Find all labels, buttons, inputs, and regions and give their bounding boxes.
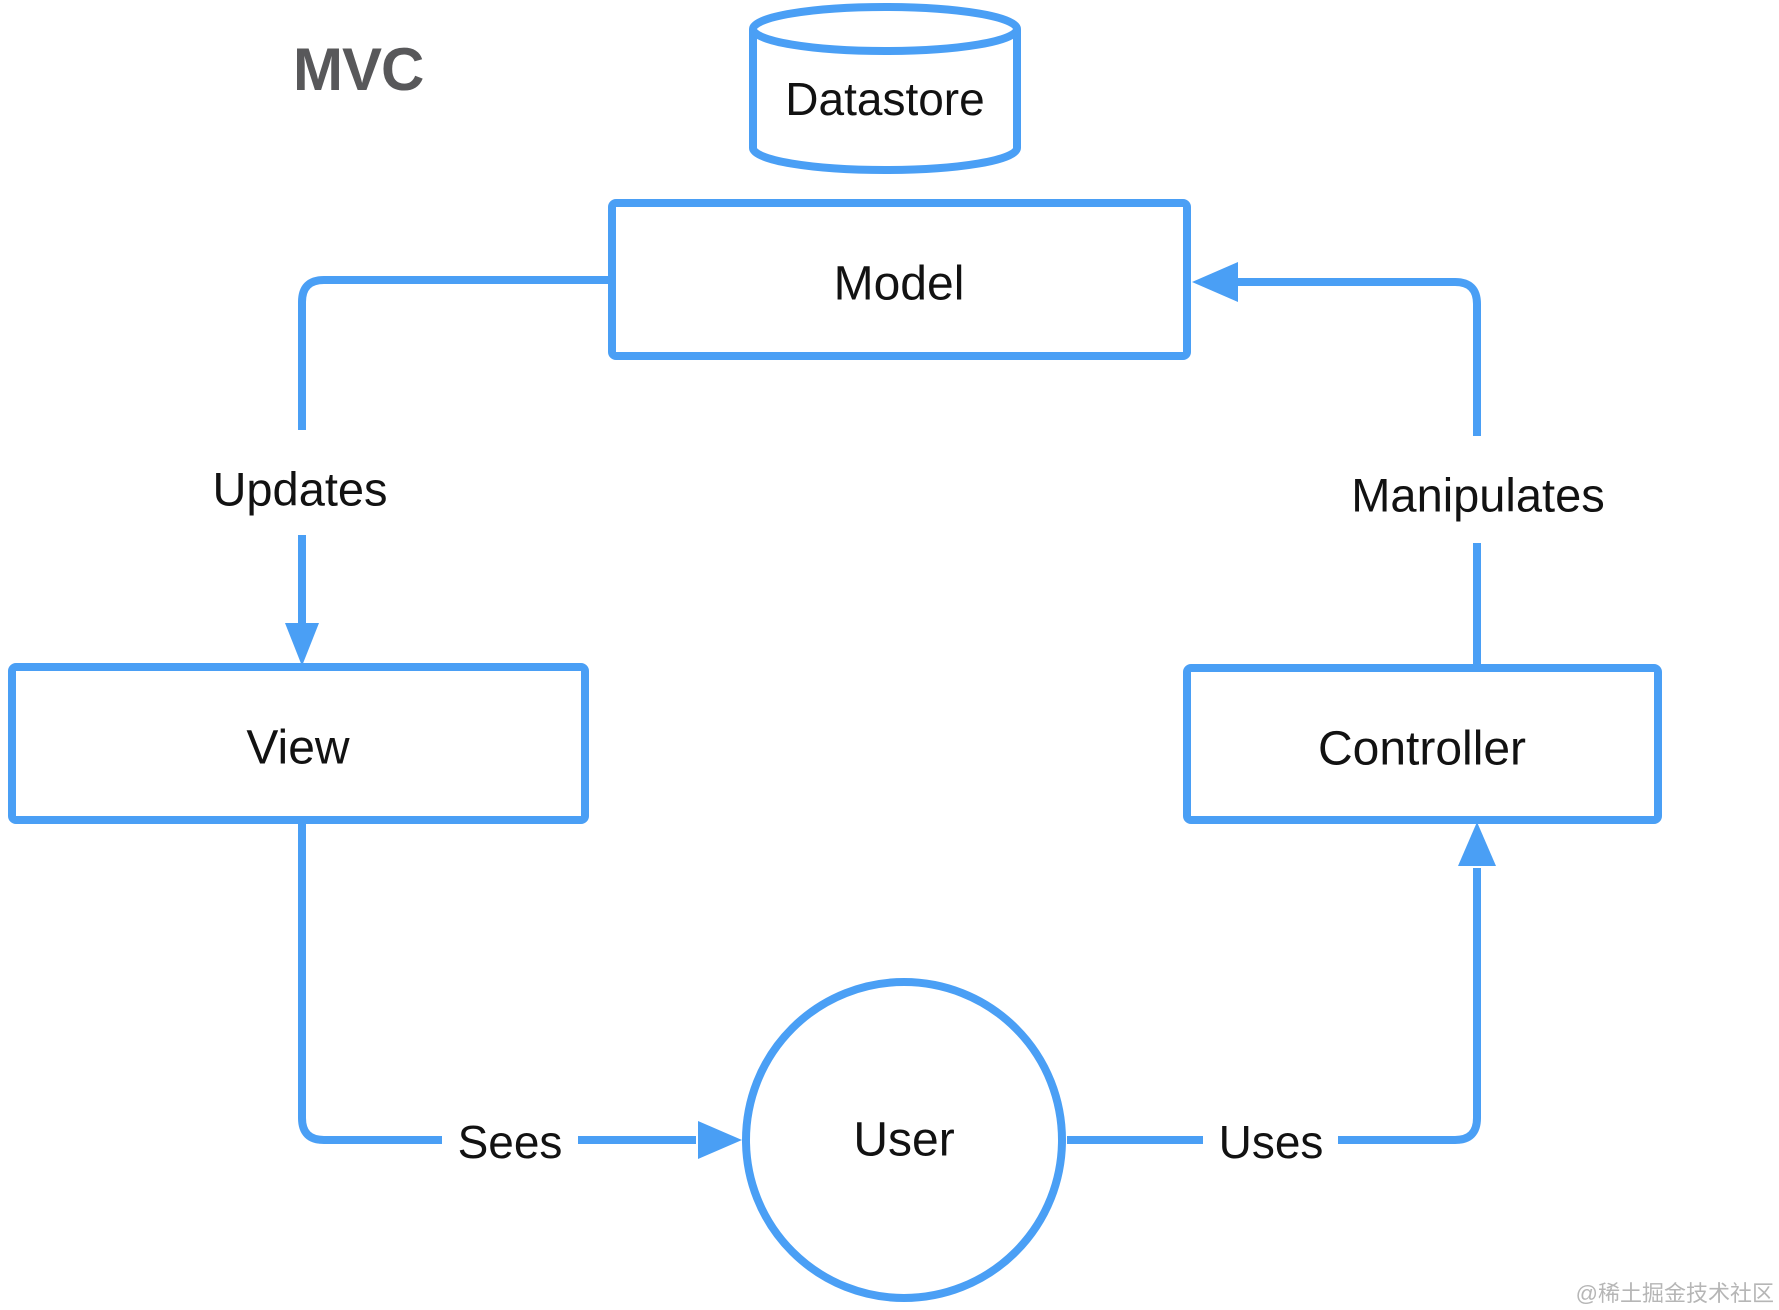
manipulates-arrowhead-icon [1192, 262, 1238, 302]
edge-uses: Uses [1067, 822, 1496, 1168]
datastore-label: Datastore [785, 73, 984, 125]
diagram-title: MVC [293, 36, 423, 103]
view-label: View [246, 722, 350, 775]
edge-updates: Updates [212, 276, 612, 666]
sees-arrowhead-icon [698, 1121, 742, 1159]
node-user: User [742, 978, 1066, 1302]
model-box [608, 199, 1191, 360]
edge-sees: Sees [298, 820, 742, 1168]
sees-label: Sees [458, 1116, 563, 1168]
datastore-cylinder-body [749, 29, 1021, 174]
watermark: @稀土掘金技术社区 [1576, 1281, 1774, 1306]
node-controller: Controller [1183, 664, 1662, 824]
updates-line-upper [298, 276, 612, 430]
controller-label: Controller [1318, 723, 1526, 776]
node-view: View [8, 663, 589, 824]
node-datastore: Datastore [749, 3, 1021, 174]
sees-line-left [298, 820, 442, 1144]
user-circle [742, 978, 1066, 1302]
updates-arrowhead-icon [285, 623, 319, 666]
uses-line-right [1338, 868, 1481, 1144]
model-label: Model [834, 258, 965, 311]
node-model: Model [608, 199, 1191, 360]
manipulates-label: Manipulates [1351, 469, 1604, 522]
view-box [8, 663, 589, 824]
edge-manipulates: Manipulates [1192, 262, 1605, 668]
user-label: User [853, 1114, 954, 1167]
datastore-cylinder-top [749, 3, 1021, 55]
uses-arrowhead-icon [1458, 822, 1496, 866]
manipulates-line-upper [1236, 278, 1481, 436]
uses-label: Uses [1219, 1116, 1324, 1168]
updates-label: Updates [212, 463, 387, 516]
controller-box [1183, 664, 1662, 824]
